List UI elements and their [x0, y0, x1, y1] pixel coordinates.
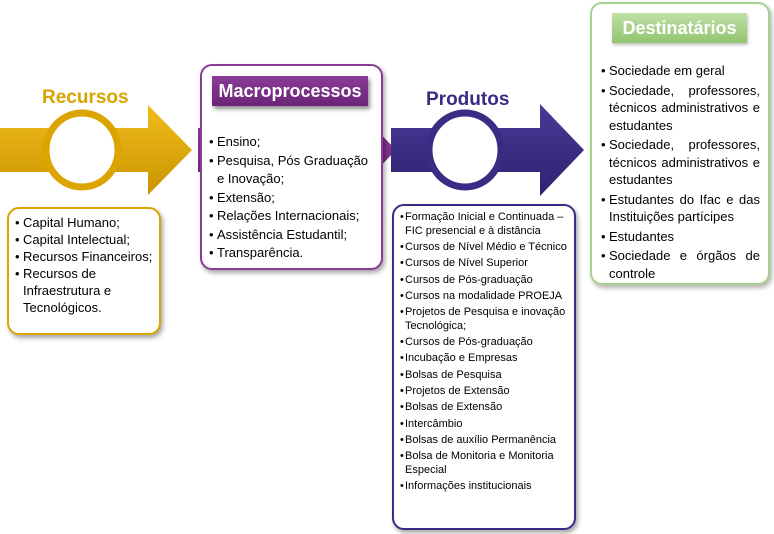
list-item: Estudantes do Ifac e das Instituições pa…: [601, 191, 760, 226]
list-item: Bolsas de Extensão: [400, 401, 569, 415]
destinatarios-title: Destinatários: [612, 13, 747, 43]
list-item: Intercâmbio: [400, 418, 569, 432]
produtos-title: Produtos: [426, 89, 510, 110]
list-item: Capital Humano;: [15, 214, 153, 231]
destinatarios-box: Sociedade em geral Sociedade, professore…: [590, 2, 770, 285]
list-item: Bolsas de Pesquisa: [400, 369, 569, 383]
list-item: Assistência Estudantil;: [209, 226, 375, 245]
macroprocessos-title: Macroprocessos: [212, 76, 368, 106]
list-item: Extensão;: [209, 189, 375, 208]
gold-ring: [42, 109, 122, 191]
list-item: Bolsa de Monitoria e Monitoria Especial: [400, 450, 569, 477]
list-item: Pesquisa, Pós Graduação e Inovação;: [209, 152, 375, 189]
list-item: Sociedade, professores, técnicos adminis…: [601, 136, 760, 189]
destinatarios-list: Sociedade em geral Sociedade, professore…: [601, 62, 760, 282]
list-item: Cursos de Pós-graduação: [400, 274, 569, 288]
produtos-box: Formação Inicial e Continuada – FIC pres…: [392, 204, 576, 530]
list-item: Capital Intelectual;: [15, 231, 153, 248]
list-item: Estudantes: [601, 228, 760, 246]
navy-arrow-shape: [391, 104, 584, 196]
macroprocessos-list: Ensino; Pesquisa, Pós Graduação e Inovaç…: [209, 133, 375, 263]
list-item: Transparência.: [209, 244, 375, 263]
list-item: Projetos de Pesquisa e inovação Tecnológ…: [400, 306, 569, 333]
list-item: Recursos Financeiros;: [15, 248, 153, 265]
navy-ring: [425, 109, 505, 191]
list-item: Ensino;: [209, 133, 375, 152]
list-item: Incubação e Empresas: [400, 352, 569, 366]
list-item: Sociedade em geral: [601, 62, 760, 80]
list-item: Projetos de Extensão: [400, 385, 569, 399]
list-item: Cursos de Nível Médio e Técnico: [400, 241, 569, 255]
list-item: Formação Inicial e Continuada – FIC pres…: [400, 211, 569, 238]
list-item: Sociedade e órgãos de controle: [601, 247, 760, 282]
list-item: Bolsas de auxílio Permanência: [400, 434, 569, 448]
list-item: Recursos de Infraestrutura e Tecnológico…: [15, 265, 153, 316]
list-item: Cursos na modalidade PROEJA: [400, 290, 569, 304]
list-item: Informações institucionais: [400, 480, 569, 494]
produtos-list: Formação Inicial e Continuada – FIC pres…: [400, 211, 569, 494]
list-item: Sociedade, professores, técnicos adminis…: [601, 82, 760, 135]
recursos-box: Capital Humano; Capital Intelectual; Rec…: [7, 207, 161, 335]
gold-arrow-shape: [0, 105, 192, 195]
list-item: Cursos de Pós-graduação: [400, 336, 569, 350]
recursos-title: Recursos: [42, 87, 129, 108]
list-item: Cursos de Nível Superior: [400, 257, 569, 271]
recursos-list: Capital Humano; Capital Intelectual; Rec…: [15, 214, 153, 316]
list-item: Relações Internacionais;: [209, 207, 375, 226]
